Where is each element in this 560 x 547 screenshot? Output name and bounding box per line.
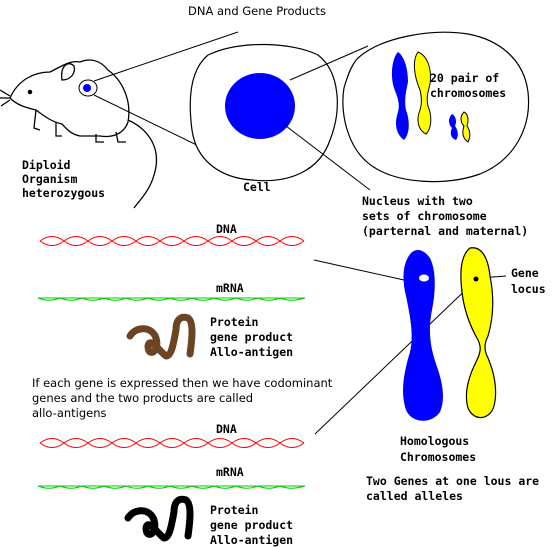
protein-1-shape [126,313,196,360]
nucleus-chromosome-yellow-small [460,111,471,143]
zoom-line-mouse-top [93,31,239,82]
yellow-chromosome-locus [473,276,479,282]
nucleus-outline [342,31,530,183]
homologous-chromosome-blue [403,250,443,421]
protein-2-shape [124,495,194,542]
nucleus-caption-line3: (parternal and maternal) [362,224,529,238]
zoom-line-cell-top [289,45,369,81]
mrna-strand-2 [37,485,306,489]
protein-1-line2: gene product [210,330,294,344]
mrna-label-2: mRNA [216,465,244,479]
gene-locus-line2: locus [511,282,546,296]
dna-label-1: DNA [216,222,237,236]
organism-label-line2: Organism [22,172,78,186]
nucleus-caption-line1: Nucleus with two [362,194,473,208]
alleles-text-line2: called alleles [366,489,463,503]
codominant-text-line2: genes and the two products are called [32,391,254,405]
mrna-strand-1 [37,297,306,301]
nucleus-caption-line2: sets of chromosome [362,209,487,223]
dna-label-2: DNA [216,422,237,436]
dna-strand-2 [39,438,305,448]
chromosome-pairs-line1: 20 pair of [430,71,500,85]
protein-1-line3: Allo-antigen [210,345,294,359]
blue-chromosome-locus [419,274,429,282]
nucleus-chromosome-blue-large [391,52,409,140]
mouse-drawing [0,59,158,209]
alleles-text-line1: Two Genes at one lous are [366,474,540,488]
connector-dna1-to-chromosome [313,259,405,281]
protein-2-line1: Protein [210,503,259,517]
mrna-label-1: mRNA [216,281,244,295]
nucleus-chromosome-yellow-large [413,51,432,135]
connector-dna2-to-locus [314,279,477,435]
homologous-label-line1: Homologous [400,434,470,448]
codominant-text-line1: If each gene is expressed then we have c… [32,376,333,390]
cell-nucleus [225,73,295,139]
codominant-text-line3: allo-antigens [32,406,107,420]
homologous-chromosome-yellow [460,247,497,419]
zoom-line-cell-bottom [285,125,371,191]
gene-locus-line1: Gene [511,266,539,280]
organism-label-line1: Diploid [22,158,71,172]
mouse-cell-dot [83,84,91,92]
page-title: DNA and Gene Products [188,4,326,18]
homologous-label-line2: Chromosomes [400,450,477,464]
dna-strand-1 [39,236,305,246]
protein-1-line1: Protein [210,315,259,329]
protein-2-line3: Allo-antigen [210,533,294,547]
chromosome-pairs-line2: chromosomes [430,86,507,100]
cell-label: Cell [243,180,271,194]
nucleus-chromosome-blue-small [449,114,458,140]
organism-label-line3: heterozygous [22,186,106,200]
protein-2-line2: gene product [210,518,294,532]
